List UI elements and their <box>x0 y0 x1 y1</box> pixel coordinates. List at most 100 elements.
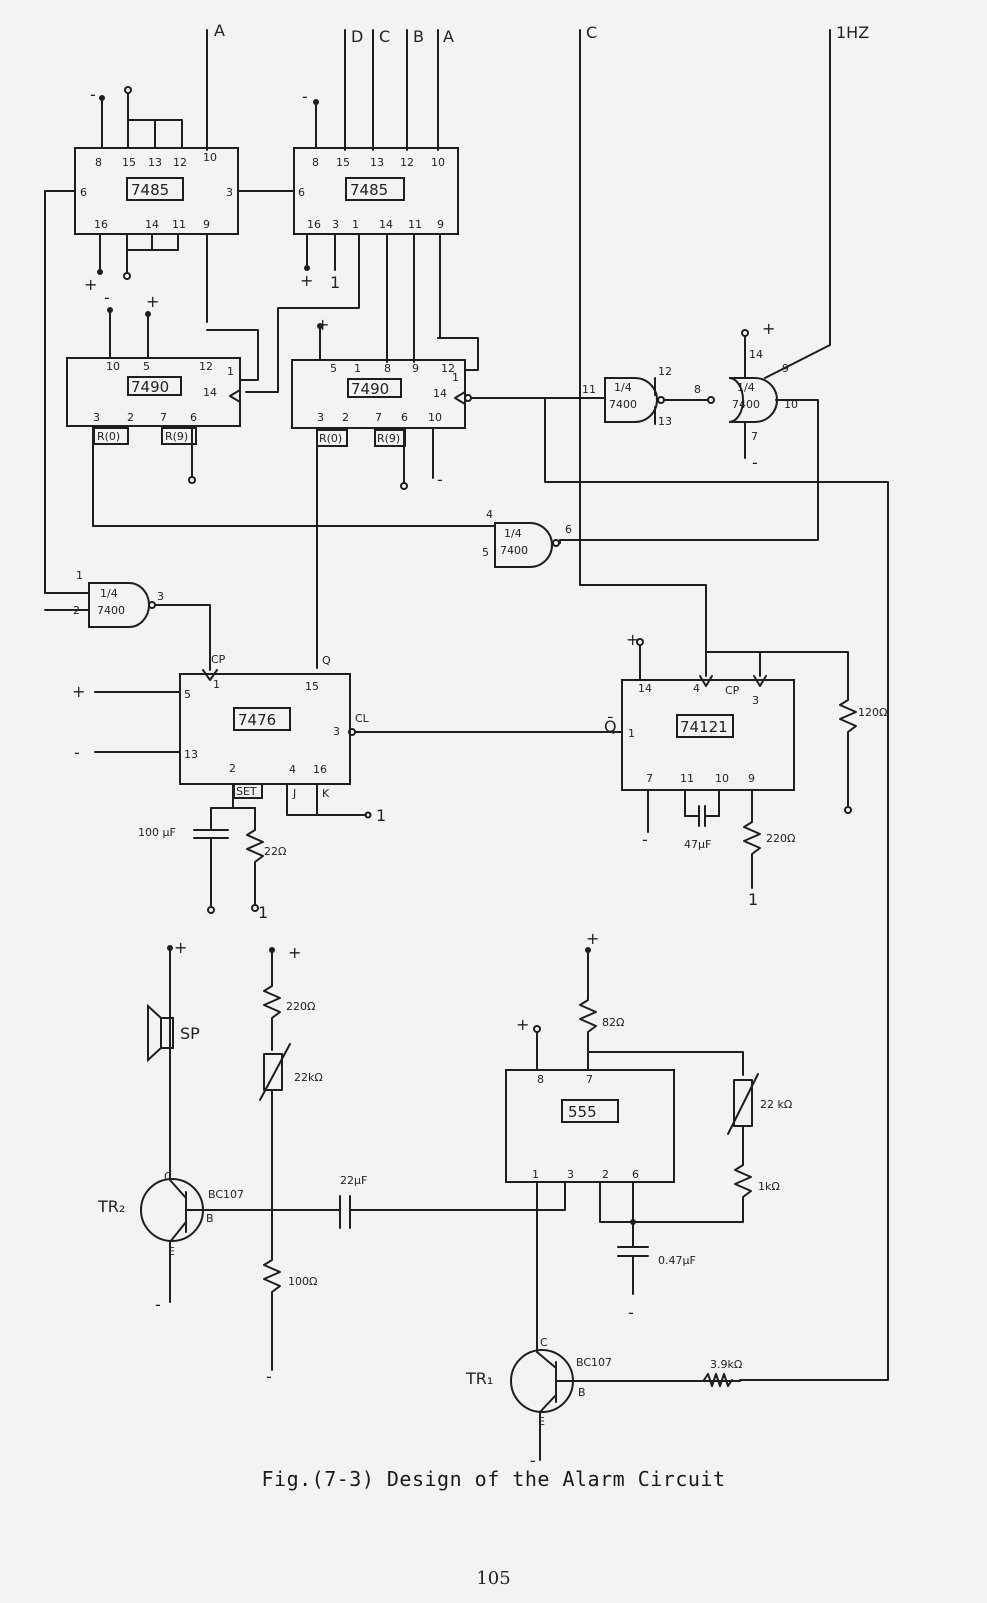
svg-text:2: 2 <box>127 411 134 424</box>
svg-text:+: + <box>516 1015 529 1034</box>
svg-text:-: - <box>74 743 80 762</box>
svg-text:-: - <box>628 1303 634 1322</box>
res-82-label: 82Ω <box>602 1016 624 1029</box>
svg-text:7: 7 <box>646 772 653 785</box>
svg-text:5: 5 <box>482 546 489 559</box>
tr1-label: TR₁ <box>465 1369 493 1388</box>
svg-text:1: 1 <box>76 569 83 582</box>
svg-text:14: 14 <box>379 218 393 231</box>
svg-text:1: 1 <box>213 678 220 691</box>
svg-text:1/4: 1/4 <box>737 381 755 394</box>
svg-text:5: 5 <box>143 360 150 373</box>
svg-text:E: E <box>168 1245 175 1258</box>
svg-text:B: B <box>206 1212 214 1225</box>
signal-label-d: D <box>351 27 363 46</box>
svg-text:-: - <box>302 87 308 106</box>
svg-text:C: C <box>540 1336 548 1349</box>
res-39k-label: 3.9kΩ <box>710 1358 742 1371</box>
svg-text:14: 14 <box>433 387 447 400</box>
svg-text:10: 10 <box>784 398 798 411</box>
svg-text:6: 6 <box>190 411 197 424</box>
svg-text:8: 8 <box>312 156 319 169</box>
svg-text:7400: 7400 <box>609 398 637 411</box>
svg-text:3: 3 <box>317 411 324 424</box>
svg-text:1: 1 <box>330 273 340 292</box>
signal-label-1hz: 1HZ <box>836 23 869 42</box>
svg-text:9: 9 <box>748 772 755 785</box>
svg-text:E: E <box>538 1415 545 1428</box>
svg-text:+: + <box>316 315 329 334</box>
svg-text:13: 13 <box>184 748 198 761</box>
chip-label-555: 555 <box>568 1103 597 1121</box>
svg-text:13: 13 <box>148 156 162 169</box>
svg-text:-: - <box>752 453 758 472</box>
svg-text:1: 1 <box>352 218 359 231</box>
svg-text:Q: Q <box>322 654 331 667</box>
svg-text:+: + <box>300 271 313 290</box>
svg-text:1/4: 1/4 <box>504 527 522 540</box>
svg-text:12: 12 <box>441 362 455 375</box>
svg-text:4: 4 <box>289 763 296 776</box>
chip-label-7490-2: 7490 <box>351 380 389 398</box>
svg-text:-: - <box>642 830 648 849</box>
svg-text:12: 12 <box>199 360 213 373</box>
svg-text:+: + <box>586 929 599 948</box>
svg-text:1: 1 <box>628 727 635 740</box>
svg-text:11: 11 <box>408 218 422 231</box>
svg-text:C: C <box>164 1170 172 1183</box>
speaker-driver: + SP - TR₂ BC107 CBE + 220Ω 22kΩ 100Ω - … <box>97 938 566 1386</box>
svg-text:3: 3 <box>333 725 340 738</box>
svg-text:7400: 7400 <box>500 544 528 557</box>
svg-text:-: - <box>90 85 96 104</box>
svg-text:14: 14 <box>749 348 763 361</box>
svg-text:J: J <box>292 787 296 800</box>
figure-caption: Fig.(7-3) Design of the Alarm Circuit <box>261 1467 726 1491</box>
tr1-type-label: BC107 <box>576 1356 612 1369</box>
svg-text:Q̄: Q̄ <box>604 717 617 736</box>
svg-text:15: 15 <box>336 156 350 169</box>
svg-text:16: 16 <box>94 218 108 231</box>
svg-text:14: 14 <box>638 682 652 695</box>
pin-r0-2: R(0) <box>319 432 342 445</box>
svg-text:4: 4 <box>693 682 700 695</box>
svg-text:11: 11 <box>680 772 694 785</box>
svg-text:14: 14 <box>145 218 159 231</box>
svg-text:11: 11 <box>172 218 186 231</box>
svg-text:1: 1 <box>532 1168 539 1181</box>
svg-text:13: 13 <box>658 415 672 428</box>
svg-text:6: 6 <box>632 1168 639 1181</box>
pot-22k-label: 22kΩ <box>294 1071 323 1084</box>
res-220-mono-label: 220Ω <box>766 832 795 845</box>
cap-100uf-label: 100 μF <box>138 826 176 839</box>
svg-text:9: 9 <box>203 218 210 231</box>
page-number: 105 <box>476 1568 511 1589</box>
svg-text:-: - <box>104 288 110 307</box>
nand-gate-middle: 1/4 7400 456 <box>92 508 572 568</box>
svg-text:10: 10 <box>203 151 217 164</box>
svg-text:+: + <box>762 319 775 338</box>
svg-text:CL: CL <box>355 712 370 725</box>
svg-text:7: 7 <box>160 411 167 424</box>
svg-text:15: 15 <box>305 680 319 693</box>
pin-r9-2: R(9) <box>377 432 400 445</box>
nand-gate-left: 1/4 7400 123 <box>44 190 211 671</box>
cap-047uf-label: 0.47μF <box>658 1254 696 1267</box>
tr2-type-label: BC107 <box>208 1188 244 1201</box>
signal-label-b: B <box>413 27 424 46</box>
tr2-label: TR₂ <box>97 1197 125 1216</box>
svg-text:1: 1 <box>748 890 758 909</box>
svg-text:8: 8 <box>384 362 391 375</box>
svg-text:CP: CP <box>725 684 740 697</box>
svg-text:SET: SET <box>236 785 257 798</box>
svg-text:1: 1 <box>227 365 234 378</box>
signal-label-c2: C <box>586 23 597 42</box>
pin-r0-1: R(0) <box>97 430 120 443</box>
svg-text:+: + <box>288 943 301 962</box>
svg-text:12: 12 <box>173 156 187 169</box>
signal-label-a1: A <box>214 21 225 40</box>
